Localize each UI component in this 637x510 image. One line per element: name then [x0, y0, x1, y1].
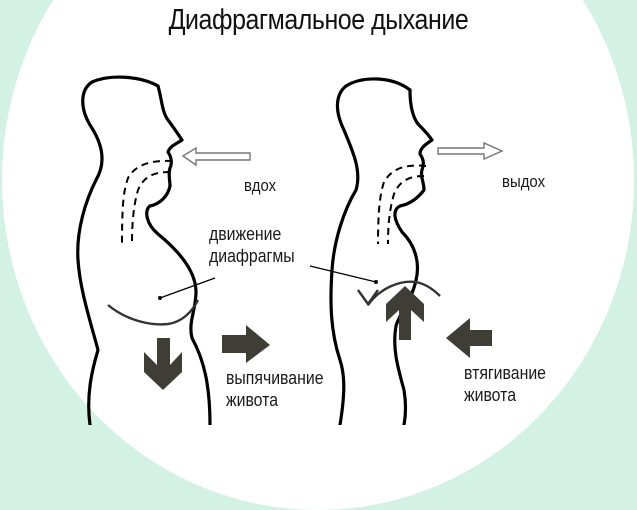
diaphragm-label-line1: движение — [209, 224, 282, 244]
inhale-label: вдох — [244, 176, 277, 195]
exhale-arrow-icon — [437, 141, 504, 161]
right-airway-dashes — [377, 164, 427, 245]
belly-in-arrow-icon — [446, 318, 492, 358]
page-title: Диафрагмальное дыхание — [168, 4, 469, 36]
breathing-illustration — [76, 75, 504, 425]
right-pointer-line — [309, 265, 377, 283]
exhale-label: выдох — [502, 172, 546, 191]
right-figure-outline — [329, 77, 434, 425]
belly-out-arrow-icon — [222, 325, 270, 363]
inhale-arrow-icon — [181, 146, 251, 167]
belly-in-label-line2: живота — [464, 385, 517, 405]
diaphragm-up-arrow-icon — [386, 286, 424, 340]
diaphragm-label-line2: диафрагмы — [209, 246, 295, 266]
belly-out-label-line1: выпячивание — [226, 368, 324, 388]
right-diaphragm-v — [357, 289, 379, 307]
left-airway-dashes — [121, 159, 173, 245]
right-diaphragm-curve — [367, 280, 441, 306]
diaphragm-down-arrow-icon — [144, 338, 182, 390]
left-diaphragm-curve — [107, 299, 200, 326]
left-pointer-line — [159, 277, 216, 299]
belly-out-label-line2: живота — [226, 390, 279, 410]
belly-in-label-line1: втягивание — [464, 363, 546, 383]
left-figure-outline — [76, 75, 212, 425]
